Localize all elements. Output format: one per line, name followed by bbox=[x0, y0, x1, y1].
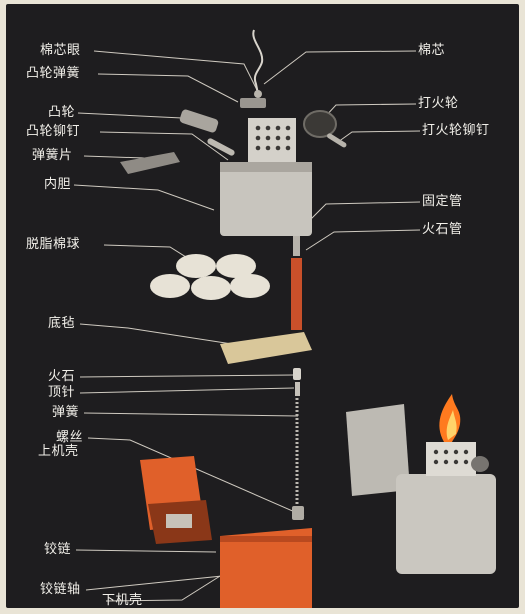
cam-spring-shape bbox=[240, 98, 266, 108]
lower-shell-shape bbox=[220, 528, 312, 608]
label-hinge-pin: 铰链轴 bbox=[40, 582, 81, 597]
label-inner-case: 内胆 bbox=[44, 177, 72, 192]
assembled-chimney-shape bbox=[426, 442, 476, 476]
label-flint-wheel: 打火轮 bbox=[418, 96, 459, 111]
flint-tube-shape bbox=[291, 258, 302, 330]
label-screw: 螺丝 bbox=[56, 430, 84, 445]
label-bottom-pad: 底毡 bbox=[48, 316, 76, 331]
cotton-balls-shape bbox=[150, 254, 270, 300]
assembled-lid-shape bbox=[346, 404, 410, 496]
wick-eyelet-shape bbox=[254, 90, 262, 98]
assembled-wheel-shape bbox=[471, 456, 489, 472]
label-cotton-balls: 脱脂棉球 bbox=[26, 237, 81, 252]
flint-wheel-shape bbox=[303, 110, 337, 138]
fixing-tube-shape bbox=[293, 236, 300, 256]
push-pin-shape bbox=[295, 382, 300, 396]
exploded-lighter-illustration bbox=[73, 29, 496, 608]
label-wick: 棉芯 bbox=[418, 43, 446, 58]
leader-lines bbox=[73, 50, 421, 602]
label-flint-tube: 火石管 bbox=[422, 222, 463, 237]
label-spring: 弹簧 bbox=[52, 405, 80, 420]
bottom-pad-shape bbox=[220, 332, 312, 364]
label-push-pin: 顶针 bbox=[48, 385, 76, 400]
cam-shape bbox=[179, 109, 219, 133]
label-cam: 凸轮 bbox=[48, 105, 76, 120]
label-flint: 火石 bbox=[48, 369, 76, 384]
label-upper-shell: 上机壳 bbox=[38, 444, 79, 459]
inner-case-shape bbox=[220, 162, 312, 236]
label-fixing-tube: 固定管 bbox=[422, 194, 463, 209]
flint-shape bbox=[293, 368, 301, 380]
label-cam-rivet: 凸轮铆钉 bbox=[26, 124, 81, 139]
screw-shape bbox=[292, 506, 304, 520]
assembled-body-shape bbox=[396, 474, 496, 574]
spring-plate-shape bbox=[120, 152, 180, 174]
label-spring-plate: 弹簧片 bbox=[32, 148, 73, 163]
cam-rivet-shape bbox=[207, 138, 235, 156]
wick-shape bbox=[252, 29, 264, 95]
label-hinge: 铰链 bbox=[44, 542, 72, 557]
label-lower-shell: 下机壳 bbox=[102, 593, 143, 608]
label-flint-wheel-rivet: 打火轮铆钉 bbox=[422, 123, 490, 138]
chimney-shape bbox=[248, 118, 296, 164]
label-cam-spring: 凸轮弹簧 bbox=[26, 66, 81, 81]
flint-wheel-rivet-shape bbox=[327, 133, 347, 148]
label-wick-eyelet: 棉芯眼 bbox=[40, 43, 81, 58]
diagram-frame: 棉芯眼 凸轮弹簧 凸轮 凸轮铆钉 弹簧片 内胆 脱脂棉球 底毡 火石 顶针 弹簧… bbox=[6, 4, 519, 608]
